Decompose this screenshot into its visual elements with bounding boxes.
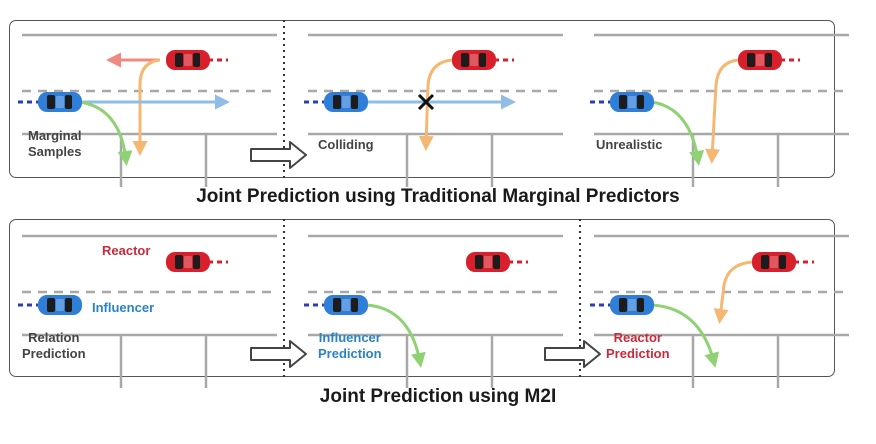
unrealistic-label: Unrealistic (596, 137, 663, 152)
reactor-car-top-3 (738, 50, 782, 70)
reactor-car-bottom-3 (752, 252, 796, 272)
influencer-trajectory-bottom-2 (365, 303, 426, 368)
reactor-car-bottom-1 (166, 252, 210, 272)
transition-arrow-icon (544, 340, 601, 368)
influencer-prediction-label: Influencer Prediction (318, 330, 382, 361)
influencer-car-top-1 (38, 92, 82, 112)
influencer-car-top-2 (324, 92, 368, 112)
marginal-samples-label: Marginal Samples (28, 128, 82, 159)
transition-arrow-icon (250, 141, 307, 169)
collision-x-icon (417, 93, 435, 111)
influencer-car-bottom-1 (38, 295, 82, 315)
bottom-panel (9, 219, 835, 377)
reactor-car-bottom-2 (466, 252, 510, 272)
transition-arrow-icon (250, 340, 307, 368)
scene-top-2-trajectories (366, 58, 516, 151)
colliding-label: Colliding (318, 137, 374, 152)
influencer-trajectory-bottom-3 (651, 303, 719, 368)
scene-top-1-trajectories (79, 52, 230, 166)
influencer-car-top-3 (610, 92, 654, 112)
influencer-label: Influencer (92, 300, 155, 315)
reactor-label: Reactor (102, 243, 151, 258)
top-section-title: Joint Prediction using Traditional Margi… (196, 186, 680, 207)
reactor-prediction-label: Reactor Prediction (606, 330, 670, 361)
scene-top-3-trajectories (651, 58, 739, 166)
bottom-section-title: Joint Prediction using M2I (319, 386, 557, 407)
relation-prediction-label: Relation Prediction (22, 330, 86, 361)
influencer-car-bottom-2 (324, 295, 368, 315)
reactor-car-top-1 (166, 50, 210, 70)
influencer-car-bottom-3 (610, 295, 654, 315)
reactor-trajectory-bottom-3 (713, 260, 753, 324)
reactor-car-top-2 (452, 50, 496, 70)
